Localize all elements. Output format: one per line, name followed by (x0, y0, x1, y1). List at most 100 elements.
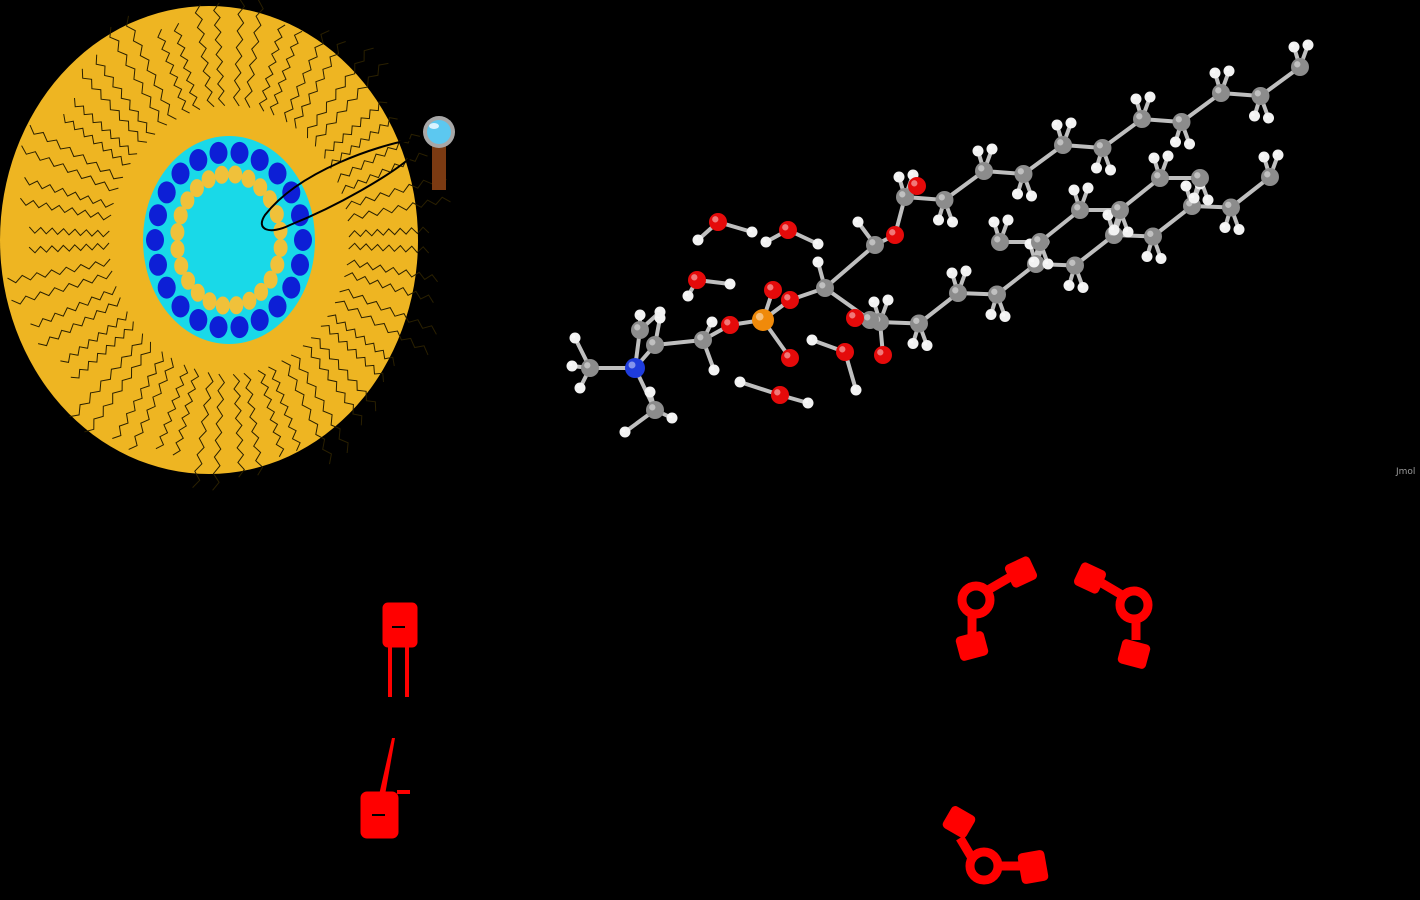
headgroup-gold (174, 206, 188, 224)
atom-highlight (1143, 253, 1147, 257)
headgroup-blue (158, 181, 176, 203)
carbon-atom (646, 336, 664, 354)
carbon-atom (631, 321, 649, 339)
water-molecule-upper-left (955, 556, 1037, 662)
atom-highlight (1182, 182, 1186, 186)
oxygen-atom (764, 281, 782, 299)
atom-highlight (748, 228, 752, 232)
hydrogen-atom (1091, 163, 1102, 174)
headgroup-blue (231, 316, 249, 338)
carbon-atom (1133, 110, 1151, 128)
oxygen-atom (886, 226, 904, 244)
carbon-atom (1222, 199, 1240, 217)
atom-highlight (762, 238, 766, 242)
headgroup-blue (172, 163, 190, 185)
atom-highlight (1264, 171, 1270, 177)
headgroup-blue (294, 229, 312, 251)
atom-highlight (1221, 224, 1225, 228)
headgroup-gold (242, 292, 256, 310)
carbon-atom (1054, 136, 1072, 154)
atom-highlight (756, 313, 764, 321)
atom-highlight (994, 236, 1000, 242)
headgroup-blue (189, 149, 207, 171)
atom-highlight (1235, 226, 1239, 230)
atom-highlight (708, 318, 712, 322)
atom-highlight (1026, 240, 1030, 244)
oxygen-atom (781, 349, 799, 367)
atom-highlight (909, 171, 913, 175)
atom-highlight (854, 218, 858, 222)
carbon-atom (1094, 139, 1112, 157)
hydrogen-atom (1259, 152, 1270, 163)
hydrogen-atom (761, 237, 772, 248)
oxygen-atom (908, 177, 926, 195)
nitrogen-atom (625, 358, 645, 378)
headgroup-gold (190, 179, 204, 197)
atom-highlight (1225, 202, 1231, 208)
atom-highlight (974, 147, 978, 151)
hydrogen-atom (1234, 224, 1245, 235)
atom-highlight (784, 352, 790, 358)
hydrogen-atom (961, 266, 972, 277)
hydrogen-atom (620, 427, 631, 438)
carbon-atom (1031, 233, 1049, 251)
oxygen-atom (709, 213, 727, 231)
hydrogen-atom (869, 297, 880, 308)
atom-highlight (1251, 112, 1255, 116)
headgroup-blue (210, 142, 228, 164)
atom-highlight (870, 298, 874, 302)
carbon-atom (1144, 228, 1162, 246)
magnifier-glare (429, 123, 439, 129)
atom-highlight (1030, 258, 1034, 262)
atom-highlight (576, 384, 580, 388)
hydrogen-atom (1163, 151, 1174, 162)
atom-highlight (988, 145, 992, 149)
atom-highlight (884, 296, 888, 300)
atom-highlight (784, 294, 790, 300)
hydrogen-atom (1026, 191, 1037, 202)
atom-highlight (819, 282, 825, 288)
hydrogen-atom (894, 172, 905, 183)
carbon-atom (1015, 165, 1033, 183)
atom-highlight (694, 236, 698, 240)
hydrogen-atom (1263, 113, 1274, 124)
headgroup-gold (215, 166, 229, 184)
water-molecule-bottom (942, 805, 1049, 884)
magnifier-icon (423, 116, 455, 190)
headgroup-blue (251, 149, 269, 171)
atom-highlight (877, 349, 883, 355)
atom-highlight (656, 308, 660, 312)
atom-highlight (804, 399, 808, 403)
atom-highlight (939, 194, 945, 200)
hydrogen-atom (1066, 118, 1077, 129)
headgroup-blue (146, 229, 164, 251)
atom-highlight (1124, 228, 1128, 232)
hydrogen-atom (1303, 40, 1314, 51)
hydrogen-atom (987, 144, 998, 155)
atom-highlight (1057, 139, 1063, 145)
atom-highlight (726, 280, 730, 284)
hydrogen-atom (1142, 251, 1153, 262)
atom-highlight (782, 224, 788, 230)
hydrogen-atom (1289, 42, 1300, 53)
hydrogen-atom (813, 239, 824, 250)
hydrogen-atom (803, 398, 814, 409)
atom-highlight (1150, 154, 1154, 158)
hydrogen-atom (1131, 94, 1142, 105)
atom-highlight (1146, 93, 1150, 97)
headgroup-blue (158, 277, 176, 299)
atom-highlight (978, 165, 984, 171)
atom-highlight (991, 289, 997, 295)
hydrogen-atom (1145, 92, 1156, 103)
hydrogen-atom (747, 227, 758, 238)
hydrogen-atom (989, 217, 1000, 228)
atom-highlight (1215, 87, 1221, 93)
atom-highlight (1132, 95, 1136, 99)
atom-highlight (1157, 255, 1161, 259)
hydrogen-atom (1078, 282, 1089, 293)
headgroup-blue (149, 254, 167, 276)
atom-highlight (1164, 152, 1168, 156)
atom-highlight (952, 287, 958, 293)
headgroup-blue (251, 309, 269, 331)
atom-highlight (767, 284, 773, 290)
